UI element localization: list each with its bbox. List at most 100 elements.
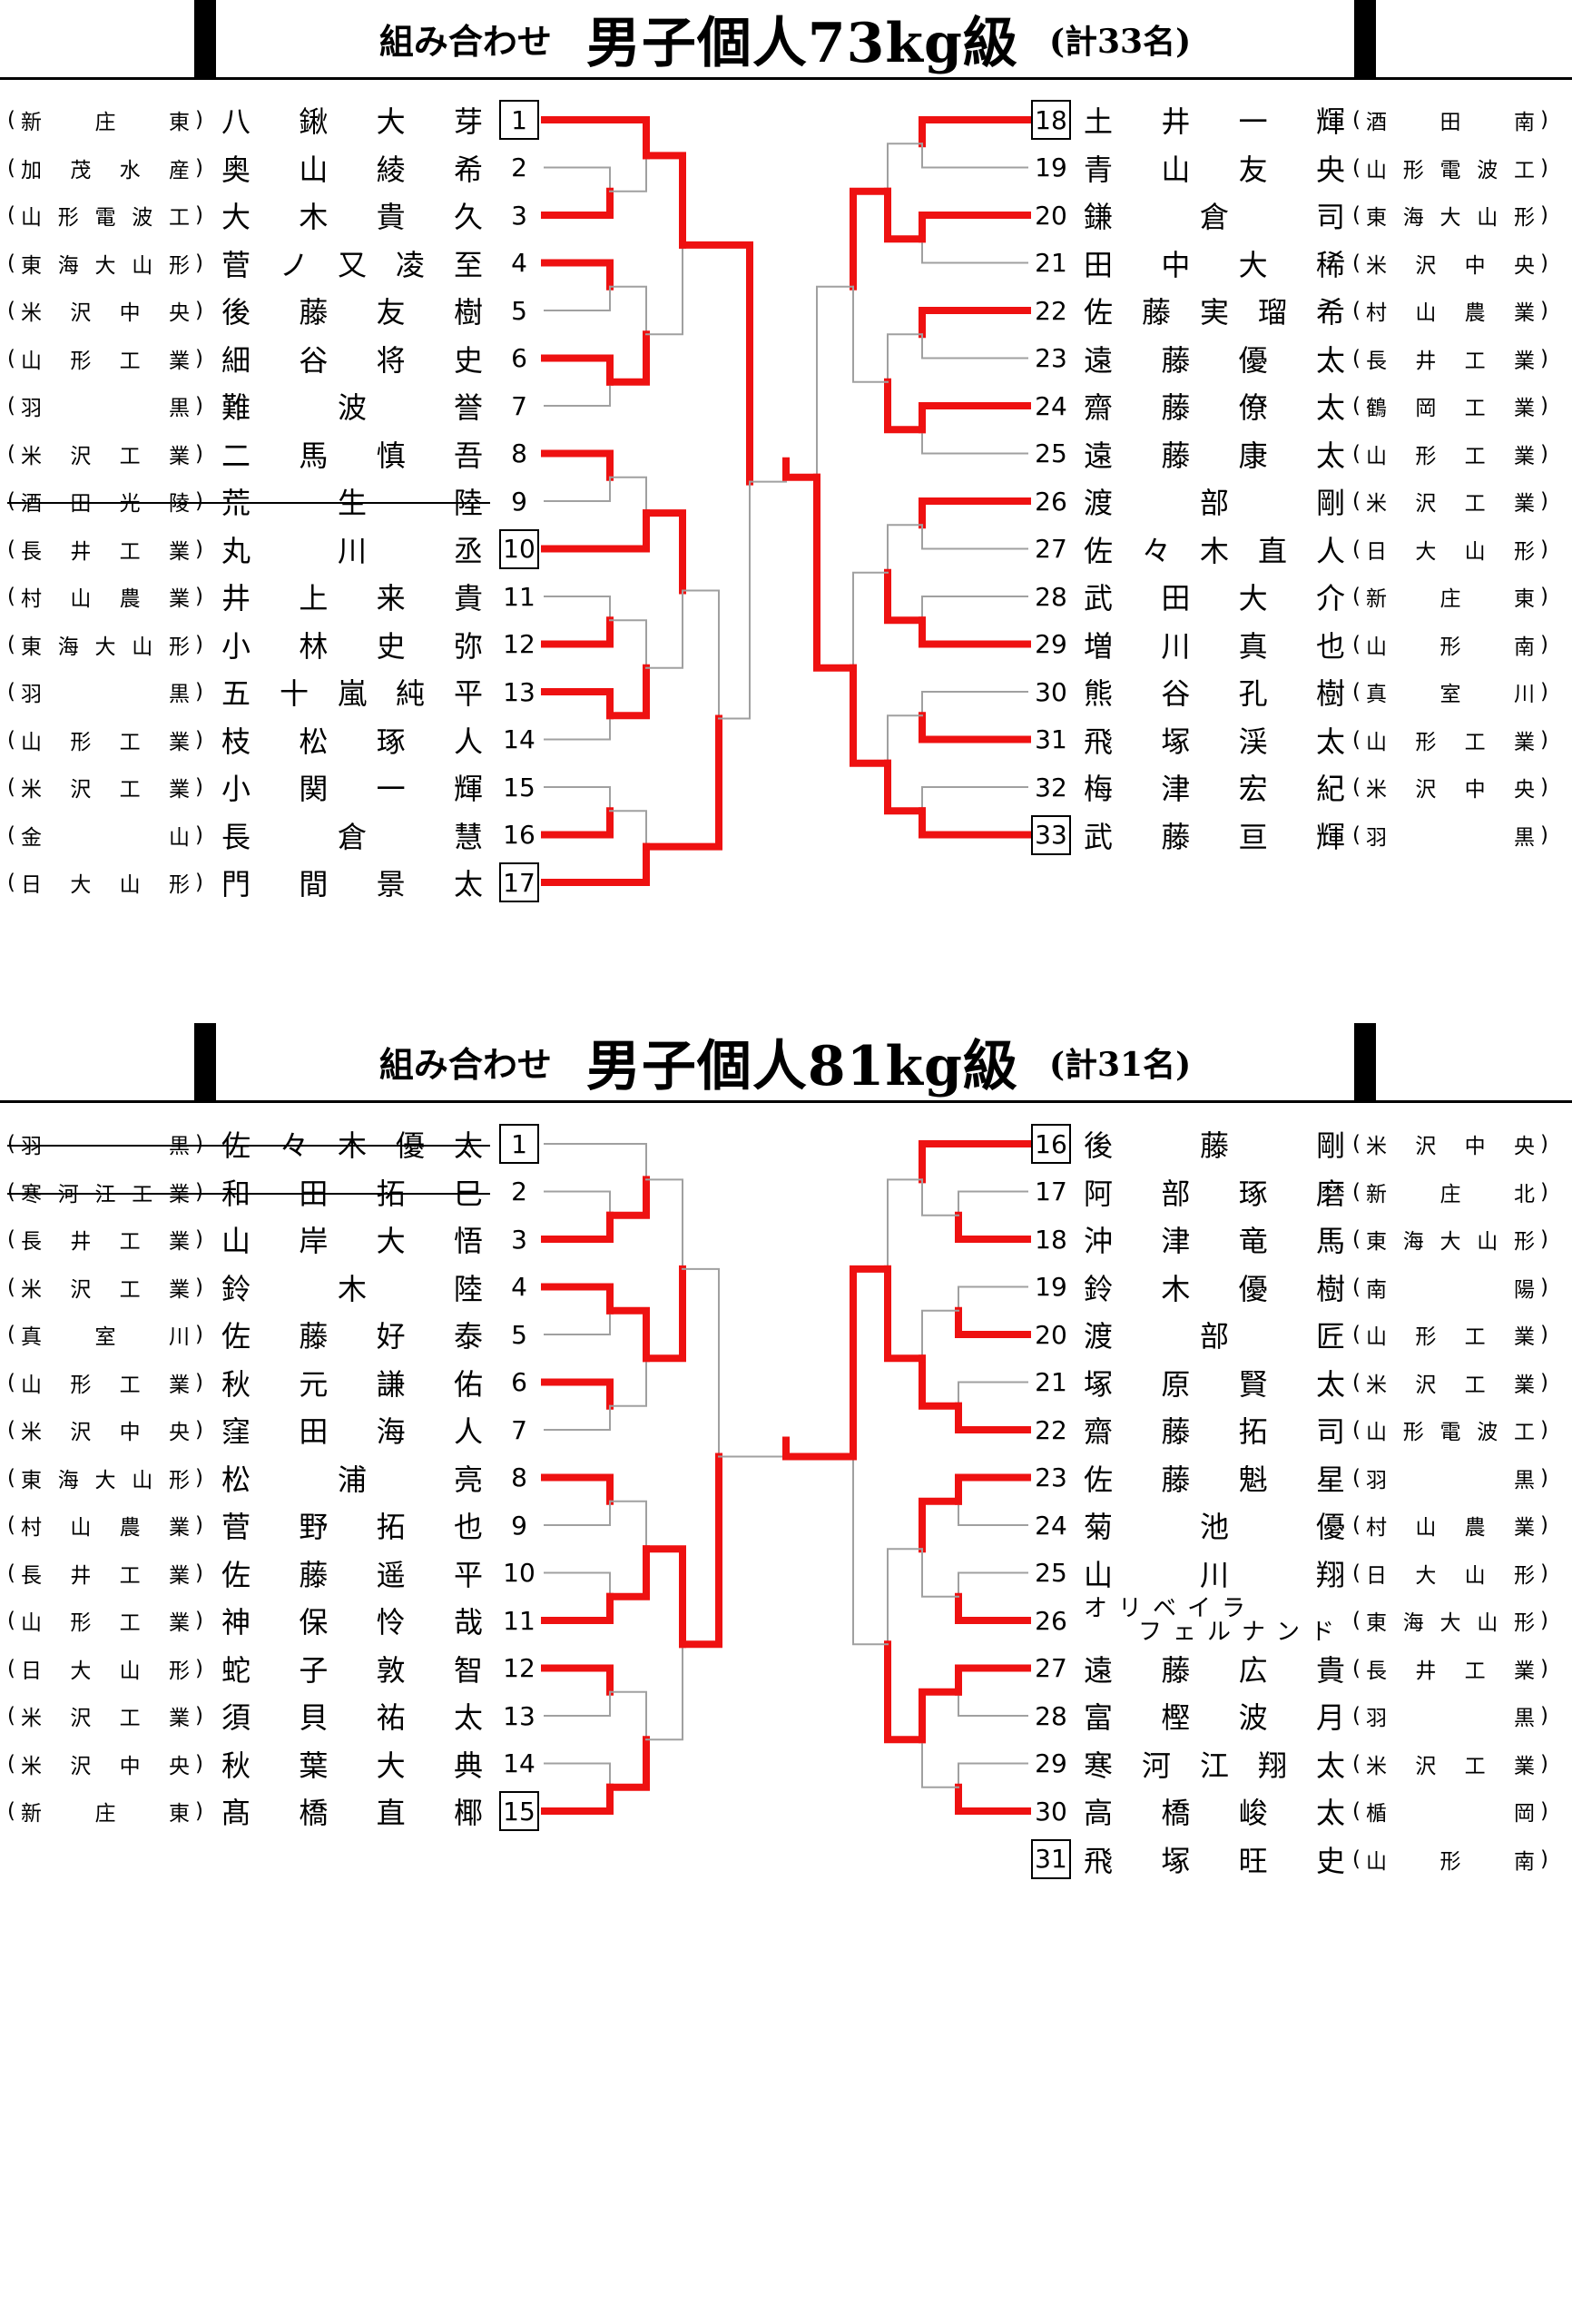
school-name: (酒田光陵) <box>7 489 203 516</box>
winner-path-line <box>541 1592 614 1624</box>
winner-path-line <box>606 330 650 386</box>
draw-number: 22 <box>1035 295 1067 326</box>
winner-path-line <box>813 473 857 672</box>
bracket-lines-81kg <box>541 1140 1031 1815</box>
title-rule <box>0 77 1572 80</box>
player-name: 菅ノ又凌至 <box>221 247 483 282</box>
school-name: (羽黒) <box>1352 822 1548 850</box>
bracket-line <box>887 333 923 383</box>
bracket-line <box>609 285 647 336</box>
title-bar-73kg: 組み合わせ 男子個人73kg級 (計33名) <box>0 0 1572 80</box>
school-name: (米沢工業) <box>7 1704 203 1730</box>
winner-path-line <box>541 449 614 481</box>
school-name: (東海大山形) <box>7 1465 203 1492</box>
bracket-line <box>609 1500 647 1551</box>
player-name: 鈴木優樹 <box>1084 1271 1345 1306</box>
bracket-line <box>609 810 647 848</box>
seed-number-box: 18 <box>1031 100 1071 140</box>
bracket-line <box>921 524 1028 550</box>
draw-number: 13 <box>503 676 535 707</box>
player-name: 武藤亘輝 <box>1084 819 1345 854</box>
winner-path-line <box>603 116 650 160</box>
draw-number: 17 <box>1035 1177 1067 1206</box>
bracket-line <box>921 596 1028 622</box>
draw-number: 12 <box>503 1653 535 1683</box>
school-name: (山形南) <box>1352 632 1548 659</box>
bracket-line <box>958 1285 1028 1312</box>
winner-path-line <box>919 1497 962 1553</box>
draw-number: 10 <box>503 1558 535 1588</box>
school-name: (山形南) <box>1352 1846 1548 1874</box>
draw-number: 14 <box>503 1748 535 1778</box>
winner-path-line <box>541 1664 614 1696</box>
bracket-lines-73kg <box>541 116 1031 886</box>
player-name: 小関一輝 <box>221 772 483 806</box>
seed-number-box: 33 <box>1031 814 1071 855</box>
player-name: 秋葉大典 <box>221 1748 483 1783</box>
winner-path-line <box>919 807 1031 839</box>
school-name: (米沢中央) <box>1352 1132 1548 1158</box>
player-name: 神保怜哉 <box>221 1605 483 1640</box>
title-block-right <box>1354 1023 1376 1103</box>
player-name: 遠藤康太 <box>1084 438 1345 473</box>
draw-number: 4 <box>511 1272 527 1302</box>
winner-path-line <box>955 1783 1031 1815</box>
bracket-line <box>921 786 1028 812</box>
winner-path-line <box>919 497 1031 529</box>
draw-number: 7 <box>511 390 527 421</box>
title-rule <box>0 1100 1572 1103</box>
player-name: 鎌倉司 <box>1084 200 1345 234</box>
draw-number: 16 <box>503 820 535 850</box>
draw-number: 24 <box>1035 390 1067 421</box>
bracket-line <box>609 1690 647 1741</box>
school-name: (長井工業) <box>7 1227 203 1254</box>
bracket-line <box>682 1267 720 1458</box>
draw-number: 31 <box>1035 724 1067 754</box>
winner-path-line <box>541 807 614 839</box>
winner-path-line <box>606 509 650 553</box>
school-name: (山形工業) <box>1352 727 1548 754</box>
school-name: (楯岡) <box>1352 1799 1548 1826</box>
draw-number: 18 <box>1035 1224 1067 1255</box>
school-name: (山形電波工) <box>1352 155 1548 182</box>
bracket-line <box>958 1190 1028 1216</box>
title-block-left <box>194 0 216 80</box>
winner-path-line <box>782 1436 857 1461</box>
draw-number: 11 <box>503 581 535 612</box>
winner-path-line <box>643 1265 686 1363</box>
withdrawn-strike-line <box>7 502 490 504</box>
winner-path-line <box>884 1265 926 1363</box>
player-name: 小林史弥 <box>221 628 483 664</box>
title-main: 男子個人73kg級 <box>585 12 1018 75</box>
school-name: (米沢工業) <box>1352 1751 1548 1778</box>
school-name: (日大山形) <box>7 1656 203 1683</box>
draw-number: 28 <box>1035 581 1067 612</box>
draw-number: 6 <box>511 1367 527 1397</box>
winner-path-line <box>541 354 614 386</box>
draw-number: 23 <box>1035 343 1067 373</box>
winner-path-line <box>919 616 1031 648</box>
bracket-line <box>921 1178 959 1216</box>
school-name: (長井工業) <box>7 537 203 564</box>
bracket-line <box>682 589 720 720</box>
draw-number: 9 <box>511 486 527 517</box>
winner-path-line <box>606 842 650 886</box>
winner-path-line <box>541 1283 614 1315</box>
player-name: 難波誉 <box>221 390 483 425</box>
